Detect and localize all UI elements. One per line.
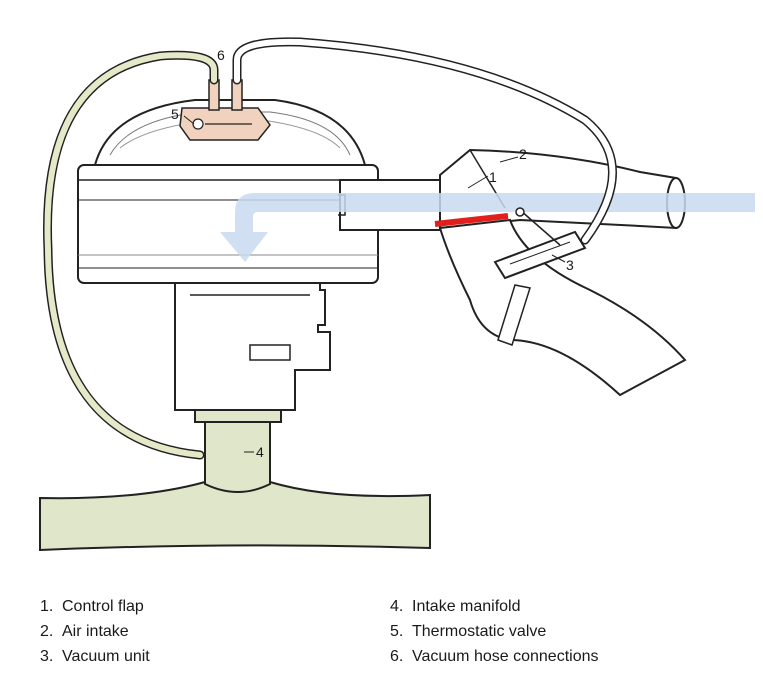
control-flap bbox=[434, 213, 509, 227]
legend-number: 2. bbox=[40, 623, 54, 640]
legend-column-right: 4. Intake manifold 5. Thermostatic valve 6… bbox=[390, 594, 598, 669]
vacuum-unit bbox=[493, 230, 587, 280]
legend-number: 5. bbox=[390, 623, 404, 640]
carburetor-body bbox=[174, 281, 331, 411]
legend-number: 4. bbox=[390, 598, 404, 615]
legend-label: Intake manifold bbox=[412, 598, 521, 615]
air-cleaner-housing bbox=[77, 164, 379, 284]
legend-label: Control flap bbox=[62, 598, 144, 615]
flap-pivot bbox=[515, 207, 525, 217]
legend-number: 3. bbox=[40, 648, 54, 665]
manifold-flange bbox=[194, 409, 282, 423]
legend-label: Vacuum hose connections bbox=[412, 648, 599, 665]
intake-manifold-riser bbox=[204, 419, 271, 493]
carburetor-detail bbox=[249, 344, 291, 361]
airflow-arrow bbox=[220, 193, 755, 262]
air-intake-horn bbox=[439, 148, 677, 230]
legend-item-air-intake: 2. Air intake bbox=[40, 619, 150, 644]
legend-column-left: 1. Control flap 2. Air intake 3. Vacuum uni… bbox=[40, 594, 150, 669]
legend-item-vacuum-hose-connections: 6. Vacuum hose connections bbox=[390, 644, 598, 669]
callout-3: 3 bbox=[566, 257, 574, 273]
legend-item-vacuum-unit: 3. Vacuum unit bbox=[40, 644, 150, 669]
vacuum-unit-bracket bbox=[497, 284, 531, 346]
callout-6: 6 bbox=[217, 47, 225, 63]
callout-1: 1 bbox=[489, 169, 497, 185]
legend-label: Thermostatic valve bbox=[412, 623, 547, 640]
legend-number: 1. bbox=[40, 598, 54, 615]
air-intake-diagram: 1 2 3 4 5 6 bbox=[39, 37, 755, 552]
legend-label: Vacuum unit bbox=[62, 648, 150, 665]
intake-manifold-pipe bbox=[39, 481, 431, 552]
legend-item-control-flap: 1. Control flap bbox=[40, 594, 150, 619]
legend-item-intake-manifold: 4. Intake manifold bbox=[390, 594, 598, 619]
legend-number: 6. bbox=[390, 648, 404, 665]
callout-4: 4 bbox=[256, 444, 264, 460]
legend-label: Air intake bbox=[62, 623, 129, 640]
legend-item-thermostatic-valve: 5. Thermostatic valve bbox=[390, 619, 598, 644]
callout-5: 5 bbox=[171, 106, 179, 122]
callout-2: 2 bbox=[519, 146, 527, 162]
legend: 1. Control flap 2. Air intake 3. Vacuum uni… bbox=[40, 594, 740, 674]
